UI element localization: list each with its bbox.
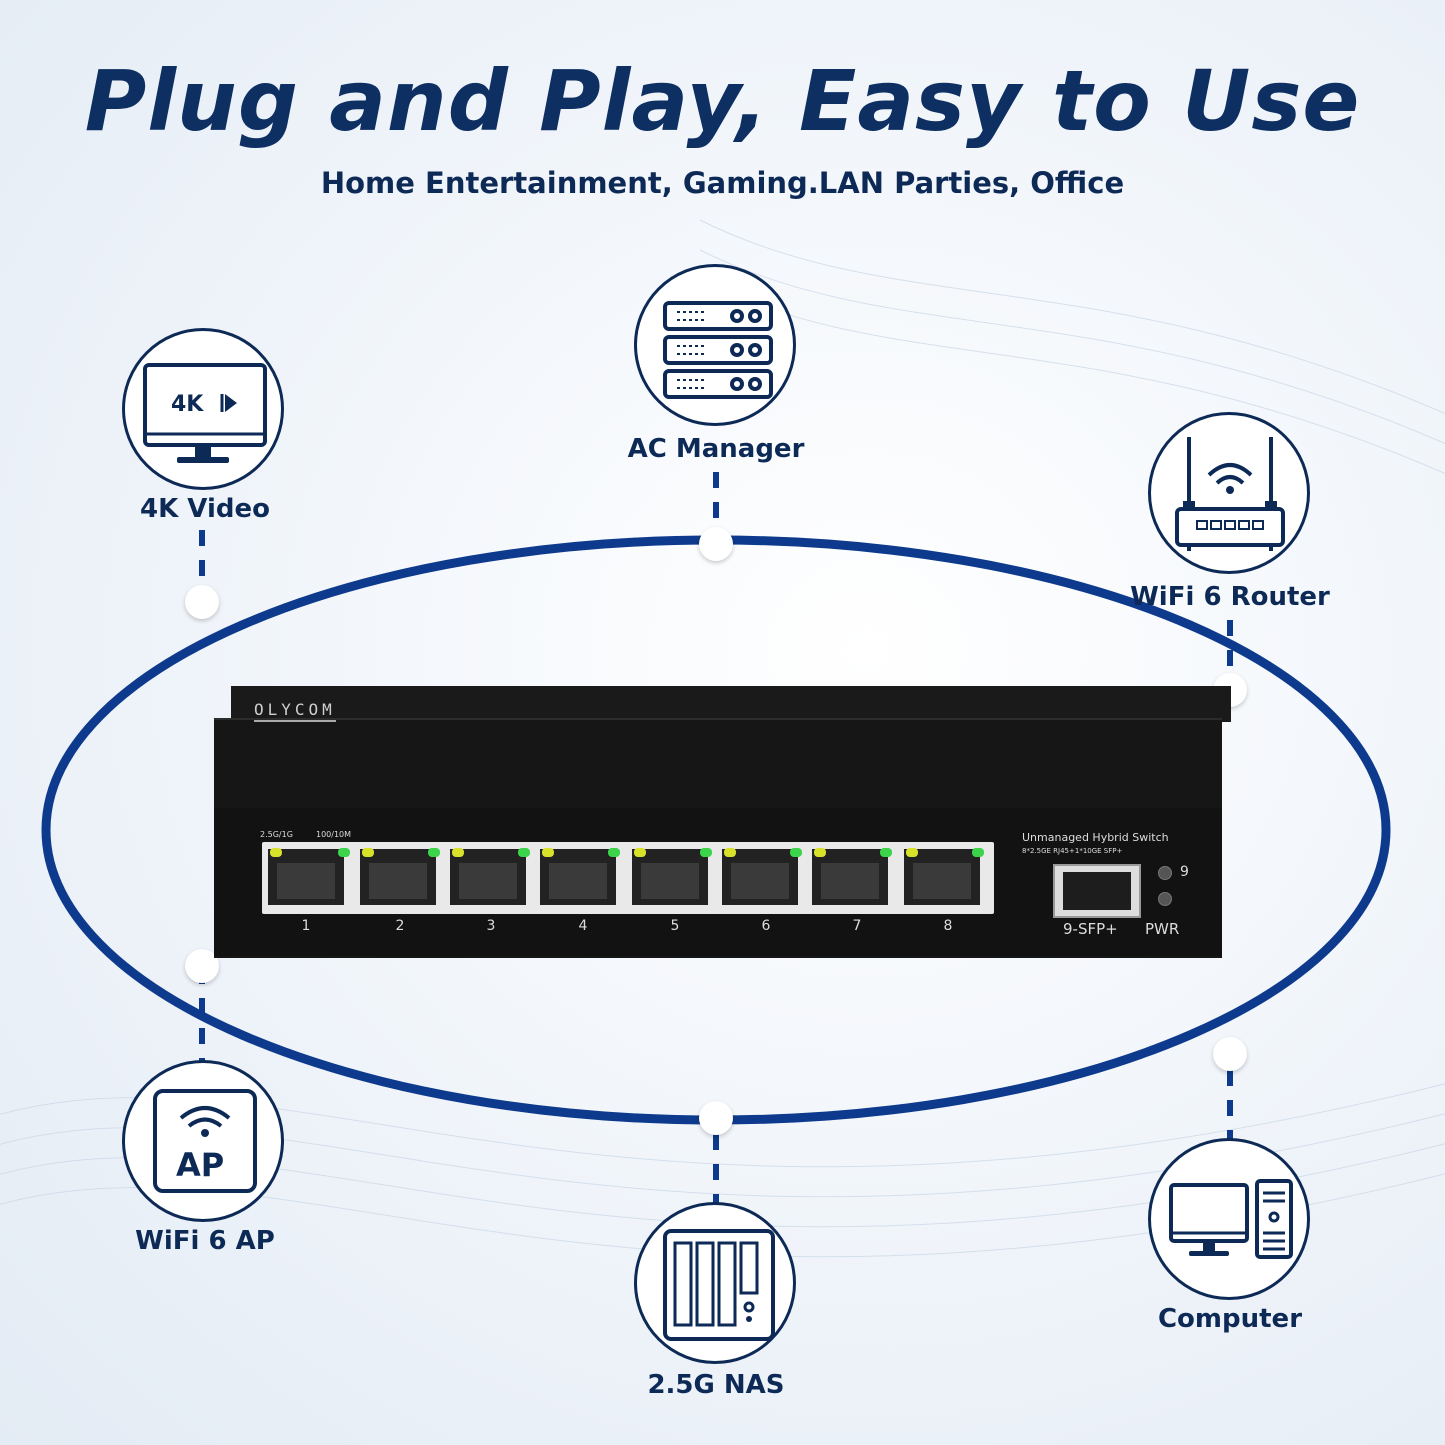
port-led-speed xyxy=(542,848,554,857)
led-legend-speed-high: 2.5G/1G xyxy=(260,830,293,839)
ring-dot-nas xyxy=(699,1101,733,1135)
router-label: WiFi 6 Router xyxy=(1130,582,1330,612)
nas-label: 2.5G NAS xyxy=(647,1370,785,1400)
port-led-link xyxy=(608,848,620,857)
port9-led xyxy=(1158,866,1172,880)
port-led-link xyxy=(880,848,892,857)
nas-node xyxy=(634,1202,796,1364)
port-led-speed xyxy=(906,848,918,857)
port-led-speed xyxy=(634,848,646,857)
port-led-speed xyxy=(452,848,464,857)
rj45-port-5 xyxy=(632,849,708,905)
rj45-port-8 xyxy=(904,849,980,905)
port9-led-label: 9 xyxy=(1180,864,1189,880)
power-label: PWR xyxy=(1145,920,1180,938)
access-point-icon: AP xyxy=(153,1089,257,1193)
ac-node xyxy=(634,264,796,426)
rj45-port-2 xyxy=(360,849,436,905)
ap-badge-text: AP xyxy=(176,1146,224,1184)
nas-icon xyxy=(663,1229,775,1341)
rj45-port-6 xyxy=(722,849,798,905)
port-number: 3 xyxy=(486,918,496,934)
switch-model-title: Unmanaged Hybrid Switch xyxy=(1022,831,1169,844)
rj45-port-1 xyxy=(268,849,344,905)
ring-dot-ap xyxy=(185,949,219,983)
port-number: 5 xyxy=(670,918,680,934)
ring-dot-ac xyxy=(699,527,733,561)
port-number: 8 xyxy=(943,918,953,934)
connector-video xyxy=(199,530,205,600)
rj45-port-3 xyxy=(450,849,526,905)
video-label: 4K Video xyxy=(140,494,270,524)
power-led xyxy=(1158,892,1172,906)
port-led-link xyxy=(518,848,530,857)
port-number: 4 xyxy=(578,918,588,934)
server-rack-icon xyxy=(663,301,773,399)
port-led-link xyxy=(428,848,440,857)
page-subtitle: Home Entertainment, Gaming.LAN Parties, … xyxy=(320,166,1125,200)
sfp-label: 9-SFP+ xyxy=(1063,920,1118,938)
desktop-computer-icon xyxy=(1169,1179,1293,1259)
page-title: Plug and Play, Easy to Use xyxy=(84,52,1361,150)
ap-node: AP xyxy=(122,1060,284,1222)
switch-model-desc: 8*2.5GE RJ45+1*10GE SFP+ xyxy=(1022,847,1123,855)
switch-brand-logo: OLYCOM xyxy=(254,702,336,722)
port-number: 1 xyxy=(301,918,311,934)
video-node: 4K xyxy=(122,328,284,490)
connector-computer xyxy=(1227,1070,1233,1140)
ring-dot-video xyxy=(185,585,219,619)
led-legend-speed-low: 100/10M xyxy=(316,830,352,839)
computer-node xyxy=(1148,1138,1310,1300)
rj45-port-7 xyxy=(812,849,888,905)
port-number: 7 xyxy=(852,918,862,934)
switch-top-cover xyxy=(231,686,1231,722)
port-led-speed xyxy=(270,848,282,857)
sfp-port xyxy=(1053,864,1141,918)
port-number: 6 xyxy=(761,918,771,934)
screen-text: 4K xyxy=(171,392,204,417)
port-led-link xyxy=(972,848,984,857)
port-led-speed xyxy=(362,848,374,857)
port-led-link xyxy=(790,848,802,857)
monitor-4k-icon: 4K xyxy=(143,363,267,463)
rj45-port-4 xyxy=(540,849,616,905)
ac-label: AC Manager xyxy=(627,434,805,464)
port-number: 2 xyxy=(395,918,405,934)
port-led-speed xyxy=(814,848,826,857)
connector-ap xyxy=(199,968,205,1063)
port-led-link xyxy=(338,848,350,857)
router-node xyxy=(1148,412,1310,574)
connector-nas xyxy=(713,1134,719,1204)
ring-dot-computer xyxy=(1213,1037,1247,1071)
port-led-speed xyxy=(724,848,736,857)
connector-ac xyxy=(713,472,719,542)
router-icon xyxy=(1175,437,1285,551)
connector-router xyxy=(1227,620,1233,688)
computer-label: Computer xyxy=(1157,1304,1303,1334)
port-led-link xyxy=(700,848,712,857)
ap-label: WiFi 6 AP xyxy=(135,1226,275,1256)
